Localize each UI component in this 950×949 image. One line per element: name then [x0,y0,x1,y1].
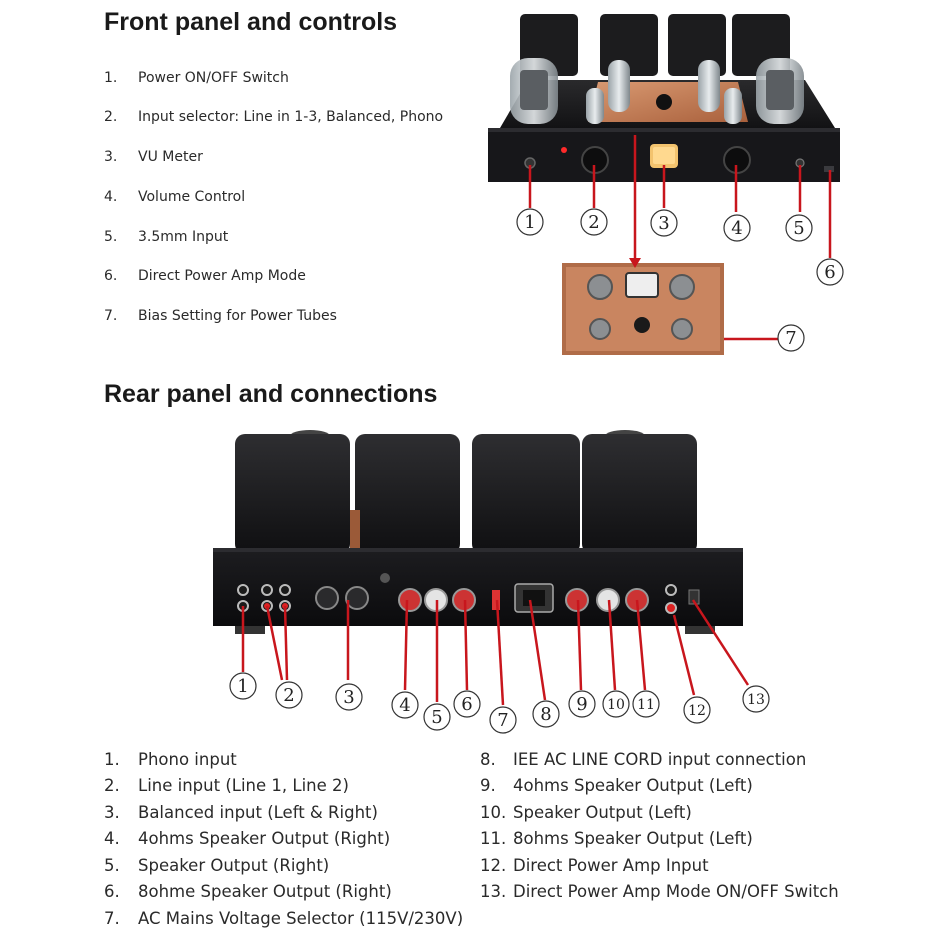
svg-text:5: 5 [793,218,804,239]
list-item: 2.Line input (Line 1, Line 2) [104,776,349,795]
list-item: 12.Direct Power Amp Input [480,856,709,875]
svg-text:8: 8 [540,704,551,725]
front-amplifier-photo [488,14,840,182]
callout-5 [423,703,451,731]
list-item: 1.Power ON/OFF Switch [104,70,289,86]
svg-text:2: 2 [588,212,599,233]
callout-11 [632,690,660,718]
list-item: 3.VU Meter [104,149,203,165]
callout-2 [580,208,608,236]
rear-section-title: Rear panel and connections [104,380,438,408]
callout-10 [602,690,630,718]
svg-text:11: 11 [637,697,655,713]
list-item: 7.Bias Setting for Power Tubes [104,308,337,324]
svg-text:12: 12 [688,703,706,719]
svg-text:10: 10 [607,697,625,713]
callout-6 [816,258,844,286]
rear-amplifier-photo [213,430,743,634]
svg-text:9: 9 [576,694,587,715]
svg-text:2: 2 [283,685,294,706]
list-item: 4.4ohms Speaker Output (Right) [104,829,391,848]
svg-text:3: 3 [658,213,669,234]
list-item: 6.8ohme Speaker Output (Right) [104,882,392,901]
list-item: 9.4ohms Speaker Output (Left) [480,776,753,795]
list-item: 6.Direct Power Amp Mode [104,268,306,284]
svg-text:6: 6 [824,262,835,283]
callout-5 [785,214,813,242]
callout-6 [453,690,481,718]
list-item: 1.Phono input [104,750,237,769]
list-item: 7.AC Mains Voltage Selector (115V/230V) [104,909,464,928]
list-item: 3.Balanced input (Left & Right) [104,803,378,822]
callout-13 [742,685,770,713]
callout-4 [391,691,419,719]
svg-text:3: 3 [343,687,354,708]
svg-text:4: 4 [731,218,742,239]
callout-8 [532,700,560,728]
list-item: 4.Volume Control [104,189,246,205]
list-item: 13.Direct Power Amp Mode ON/OFF Switch [480,882,839,901]
list-item: 2.Input selector: Line in 1-3, Balanced,… [104,109,444,125]
callout-7 [777,324,805,352]
callout-2 [275,681,303,709]
list-item: 5.3.5mm Input [104,229,229,245]
svg-text:7: 7 [497,710,508,731]
callout-3 [335,683,363,711]
list-item: 11.8ohms Speaker Output (Left) [480,829,753,848]
front-section-title: Front panel and controls [104,8,398,36]
svg-text:4: 4 [399,695,410,716]
callout-1 [516,208,544,236]
svg-text:5: 5 [431,707,442,728]
callout-12 [683,696,711,724]
svg-text:7: 7 [785,328,796,349]
list-item: 5.Speaker Output (Right) [104,856,330,875]
bias-plate-photo [562,263,724,355]
callout-4 [723,214,751,242]
list-item: 10.Speaker Output (Left) [480,803,692,822]
callout-9 [568,690,596,718]
svg-text:1: 1 [524,212,535,233]
callout-3 [650,209,678,237]
list-item: 8.IEE AC LINE CORD input connection [480,750,807,769]
callout-1 [229,672,257,700]
svg-text:13: 13 [747,692,765,708]
svg-text:1: 1 [237,676,248,697]
callout-7 [489,706,517,734]
svg-text:6: 6 [461,694,472,715]
